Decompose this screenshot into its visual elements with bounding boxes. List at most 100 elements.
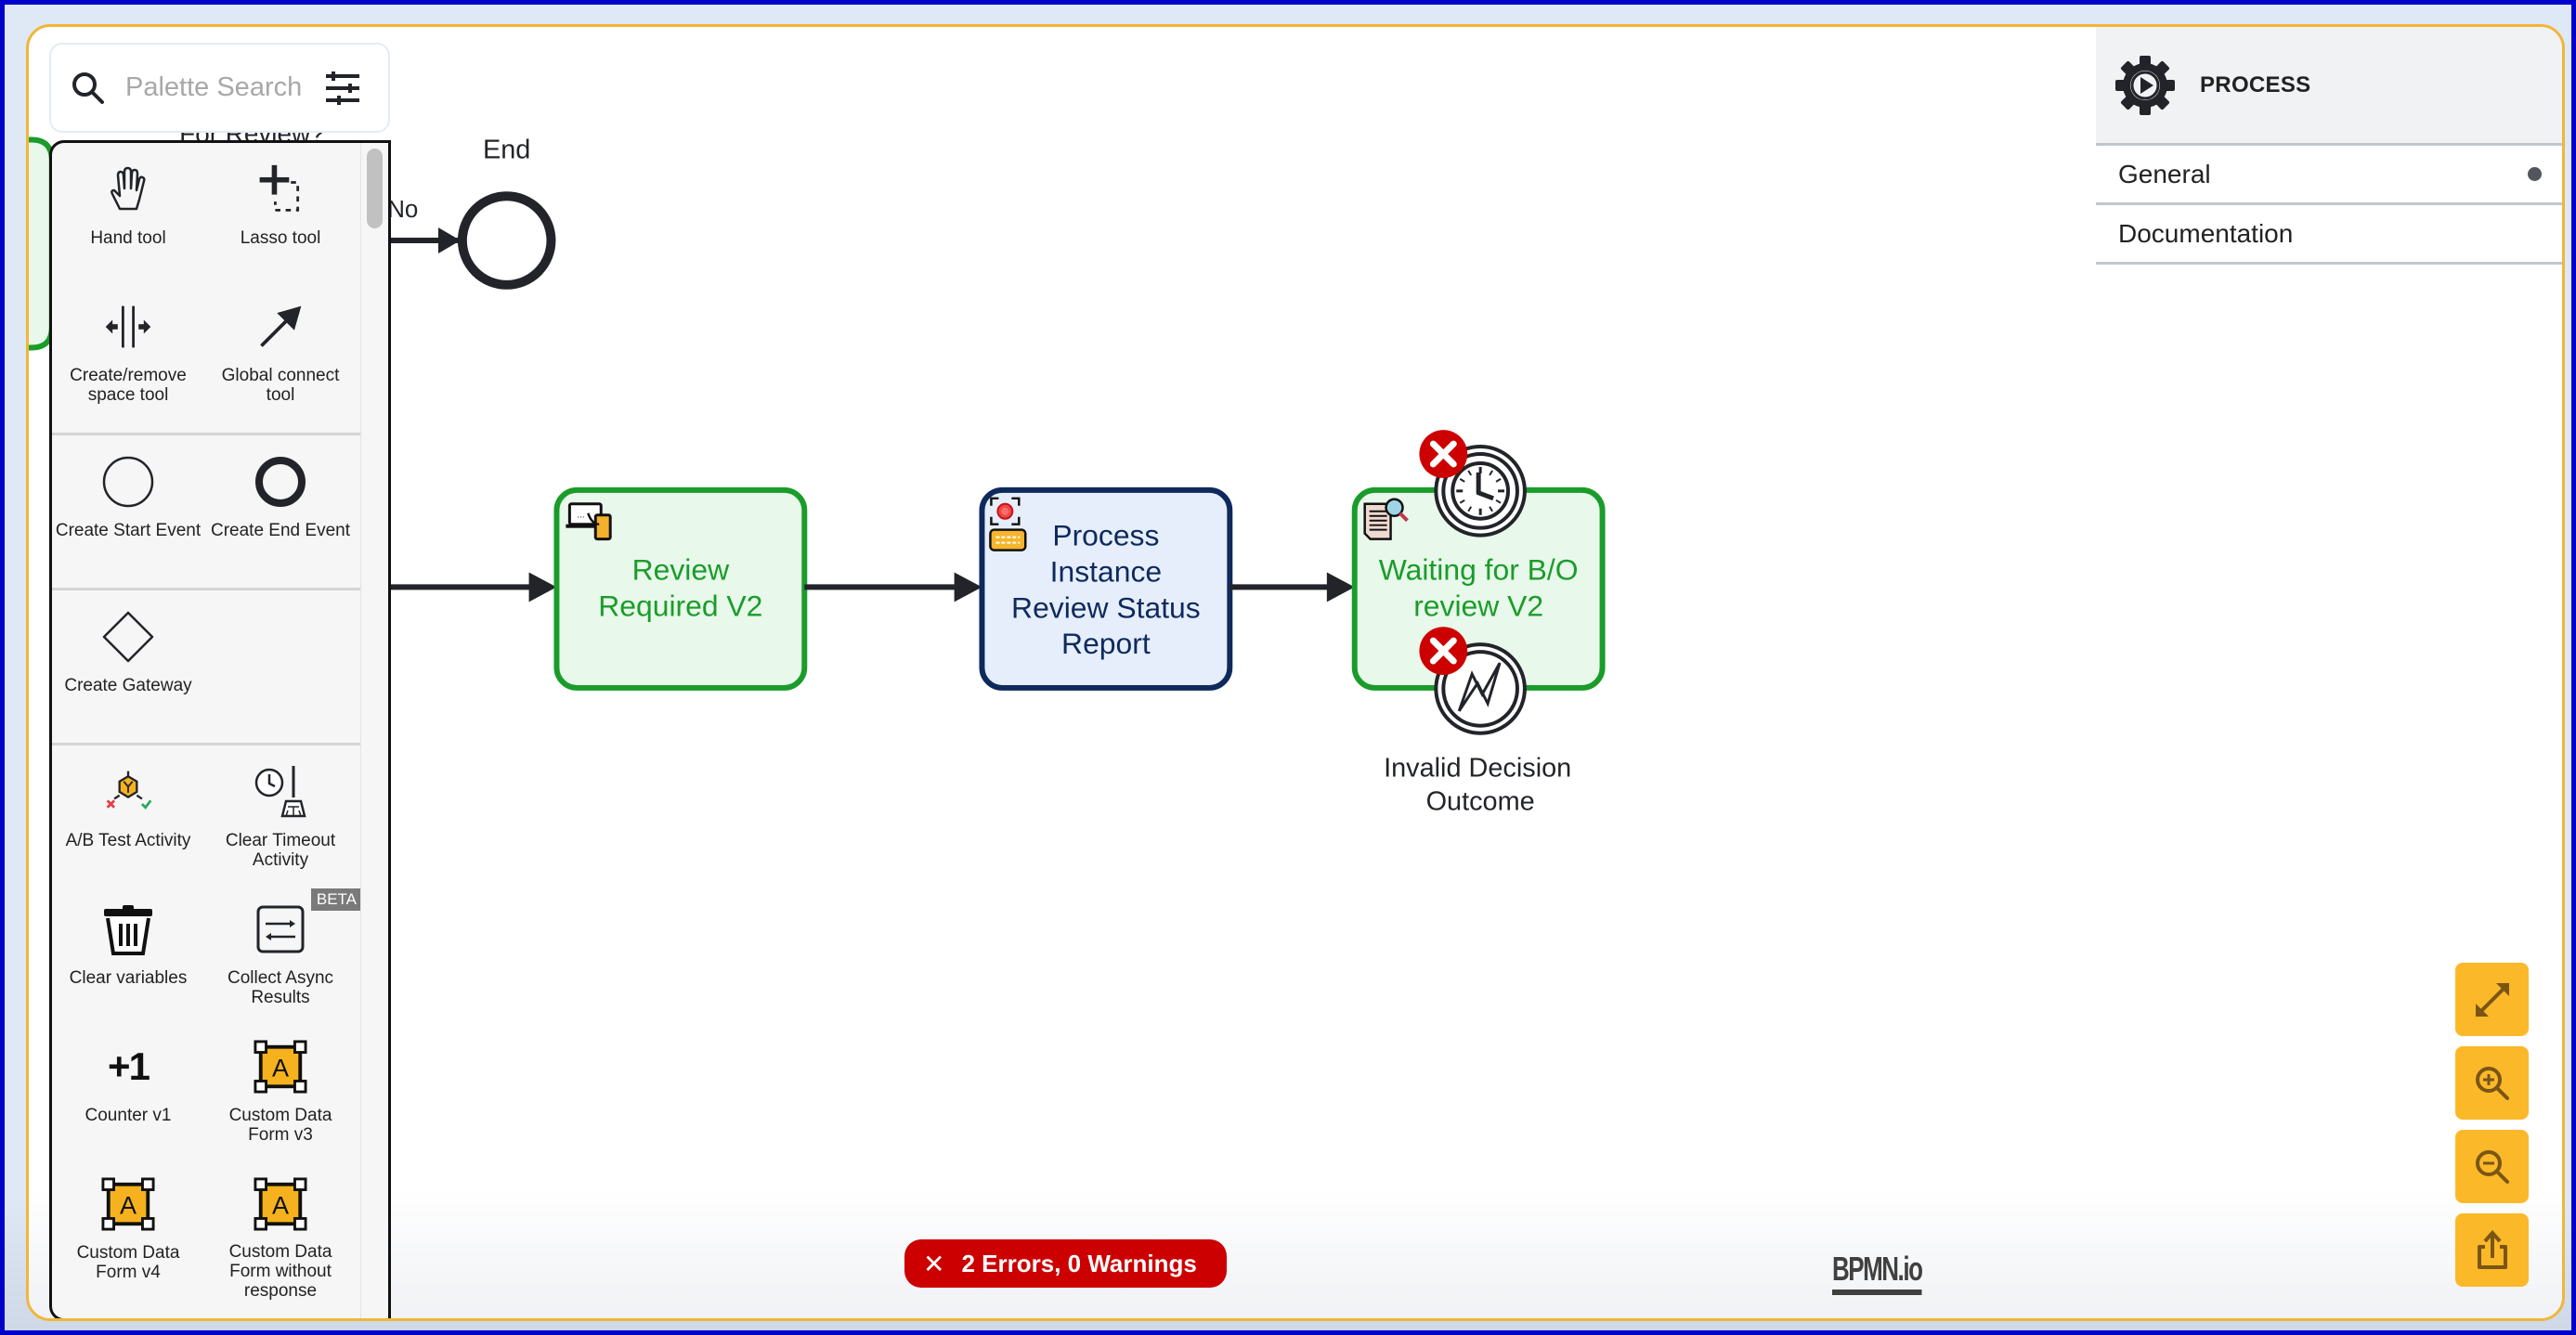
x-icon: ✕ — [923, 1248, 945, 1279]
flow-label-no: No — [387, 197, 418, 223]
lightning-icon — [1457, 662, 1502, 712]
palette-entry-gateway[interactable]: Create Gateway — [52, 596, 204, 733]
process-gear-icon — [2115, 55, 2175, 115]
task-label-line: Process — [1052, 519, 1159, 552]
gateway-icon — [102, 611, 154, 663]
svg-text:A: A — [120, 1192, 137, 1220]
palette-entry-hand-tool[interactable]: Hand tool — [52, 149, 204, 286]
palette-scrollbar-thumb[interactable] — [367, 149, 383, 228]
space-tool-icon — [105, 305, 151, 348]
clear-timeout-icon — [254, 766, 306, 818]
zoom-in-button[interactable] — [2455, 1046, 2529, 1120]
task-label-line: Waiting for B/O — [1379, 552, 1579, 586]
validation-status-text: 2 Errors, 0 Warnings — [961, 1249, 1197, 1277]
diagram-canvas[interactable]: For Review? No End ... Re — [29, 27, 2562, 1318]
keyboard-icon — [989, 528, 1027, 551]
beta-badge: BETA — [310, 888, 362, 911]
arrowhead — [954, 572, 982, 603]
props-group-documentation[interactable]: Documentation — [2096, 205, 2562, 265]
props-group-label: Documentation — [2118, 218, 2294, 248]
fit-viewport-button[interactable] — [2455, 963, 2529, 1036]
palette-entry-label: Global connect tool — [221, 366, 340, 405]
counter-icon: +1 — [108, 1044, 150, 1088]
palette-entry-clear-variables[interactable]: Clear variables — [52, 888, 204, 1026]
palette-group-tools: Hand tool Lasso tool — [52, 143, 363, 435]
zoom-in-icon — [2475, 1066, 2509, 1100]
arrowhead — [528, 572, 557, 603]
palette-entry-label: A/B Test Activity — [65, 831, 191, 850]
record-screen-icon — [990, 497, 1021, 525]
palette-entry-clear-timeout[interactable]: Clear Timeout Activity — [204, 751, 357, 888]
palette-entry-label: Custom Data Form without response — [228, 1242, 332, 1301]
bpmn-io-logo[interactable]: BPMN.io — [1832, 1251, 1923, 1295]
palette-entry-label: Create Start Event — [55, 521, 202, 540]
connect-arrow-icon — [260, 305, 302, 347]
task-label-line: Review — [632, 552, 730, 586]
palette-group-activities: A/B Test Activity Clear T — [52, 745, 363, 1310]
task-process-instance-report[interactable]: Process Instance Review Status Report — [979, 486, 1233, 691]
export-button[interactable] — [2455, 1213, 2529, 1287]
hand-icon — [111, 166, 146, 211]
zoom-out-icon — [2475, 1149, 2509, 1184]
end-event[interactable] — [457, 191, 556, 290]
palette-entry-lasso-tool[interactable]: Lasso tool — [204, 149, 357, 286]
task-label-line: Report — [1061, 627, 1151, 660]
trash-icon — [104, 905, 152, 955]
custom-form-icon: A — [254, 1176, 307, 1231]
fit-icon — [2475, 982, 2509, 1017]
task-label-line: Required V2 — [598, 589, 762, 622]
palette-entry-custom-form-v3[interactable]: A Custom Data Form v3 — [204, 1026, 357, 1163]
palette-entry-label: Create Gateway — [64, 676, 192, 695]
props-group-general[interactable]: General — [2096, 146, 2562, 205]
task-label-line: Review Status — [1011, 590, 1201, 624]
palette-entries: Hand tool Lasso tool — [52, 143, 363, 1318]
start-event-icon — [102, 456, 154, 508]
palette-entry-global-connect[interactable]: Global connect tool — [204, 286, 357, 423]
zoom-out-button[interactable] — [2455, 1130, 2529, 1203]
palette-entry-label: Create/remove space tool — [70, 366, 187, 405]
properties-header: PROCESS — [2096, 27, 2562, 146]
end-event-label: End — [483, 135, 530, 164]
custom-form-icon: A — [101, 1177, 155, 1231]
palette-scrollbar[interactable] — [360, 143, 388, 1318]
palette-entry-collect-async[interactable]: BETA Collect Async Results — [204, 888, 362, 1026]
task-review-required[interactable]: ... Review Required V2 — [553, 486, 808, 691]
arrowhead — [437, 227, 461, 253]
palette-entry-space-tool[interactable]: Create/remove space tool — [52, 286, 204, 423]
props-group-label: General — [2118, 159, 2211, 188]
palette-search-input[interactable] — [125, 72, 311, 103]
custom-form-icon: A — [254, 1040, 307, 1094]
palette: Hand tool Lasso tool — [49, 140, 391, 1318]
palette-entry-ab-test[interactable]: A/B Test Activity — [52, 751, 204, 888]
export-icon — [2477, 1229, 2507, 1269]
validation-status-badge[interactable]: ✕ 2 Errors, 0 Warnings — [904, 1239, 1227, 1288]
palette-entry-label: Clear Timeout Activity — [225, 831, 336, 870]
task-label-line: Instance — [1050, 554, 1162, 588]
palette-entry-start-event[interactable]: Create Start Event — [52, 441, 204, 578]
modeler-card: For Review? No End ... Re — [26, 24, 2565, 1321]
palette-entry-label: Counter v1 — [85, 1106, 172, 1125]
palette-entry-label: Hand tool — [90, 228, 166, 248]
app-frame: For Review? No End ... Re — [5, 5, 2571, 1330]
palette-entry-counter[interactable]: +1 Counter v1 — [52, 1026, 204, 1163]
palette-entry-end-event[interactable]: Create End Event — [204, 441, 357, 578]
collect-async-icon — [256, 905, 305, 953]
palette-search — [49, 43, 390, 133]
palette-entry-label: Lasso tool — [240, 228, 321, 248]
lasso-icon — [259, 164, 300, 212]
palette-group-events: Create Start Event Create End Event — [52, 435, 363, 590]
palette-entry-label: Create End Event — [211, 521, 350, 540]
palette-group-gateways: Create Gateway — [52, 590, 363, 745]
palette-entry-label: Collect Async Results — [227, 968, 334, 1007]
properties-panel: PROCESS General Documentation — [2096, 27, 2562, 1318]
filter-sliders-icon[interactable] — [324, 70, 361, 107]
palette-entry-label: Custom Data Form v3 — [228, 1106, 332, 1145]
palette-entry-custom-form-no-response[interactable]: A Custom Data Form without response — [204, 1163, 357, 1301]
palette-entry-label: Custom Data Form v4 — [76, 1243, 180, 1282]
palette-entry-custom-form-v4[interactable]: A Custom Data Form v4 — [52, 1163, 204, 1301]
error-marker-icon[interactable] — [1419, 430, 1468, 478]
error-marker-icon[interactable] — [1419, 627, 1468, 675]
task-waiting-bo-review[interactable]: Waiting for B/O review V2 — [1351, 486, 1606, 691]
boundary-event-label: Outcome — [1426, 786, 1535, 816]
clock-icon — [1451, 460, 1511, 521]
